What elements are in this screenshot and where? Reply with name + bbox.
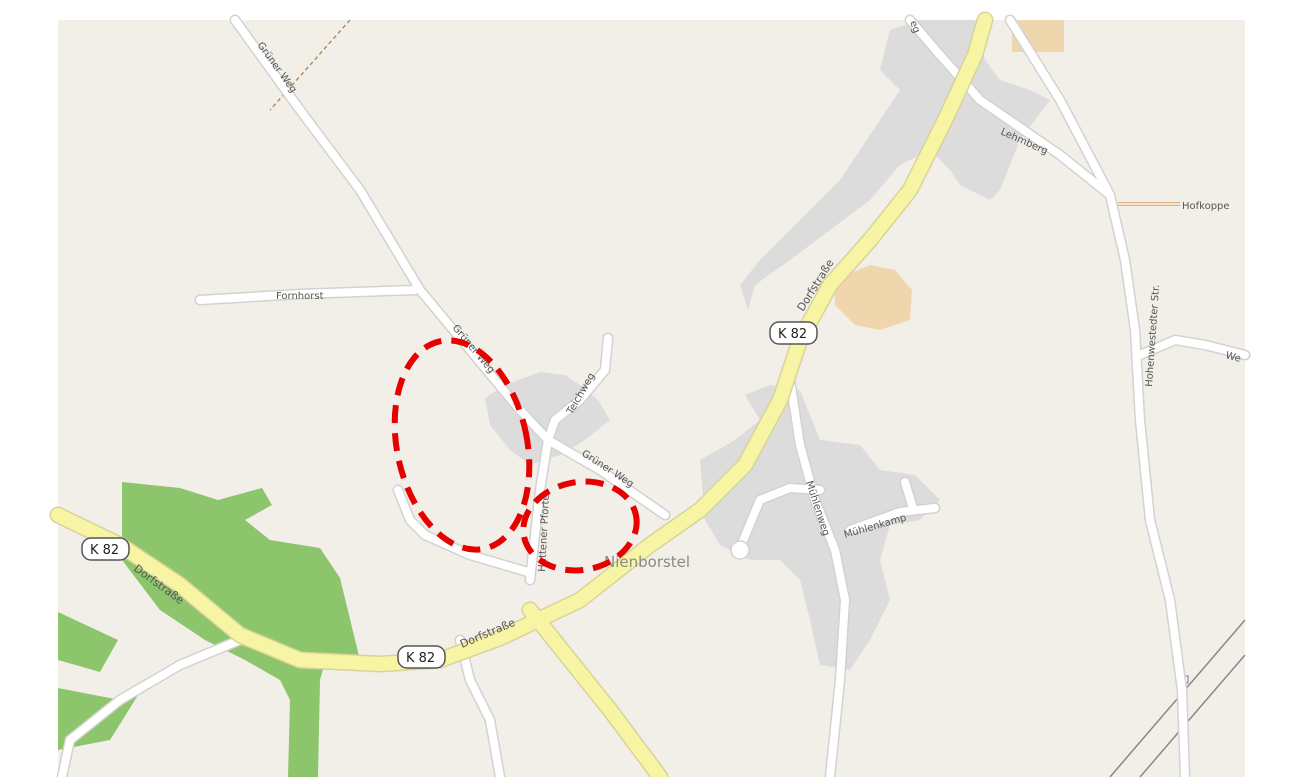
road-lehmberg: [906, 16, 1114, 199]
label-we: We: [1224, 350, 1242, 365]
road-southwest-minor: [58, 636, 244, 777]
road-major-south: [523, 603, 667, 777]
annotation-ellipse-small: [520, 478, 640, 574]
road-gruener-weg: [231, 16, 669, 519]
shield-k82-south-label: K 82: [406, 651, 435, 666]
road-south-minor: [456, 636, 504, 777]
shield-k82-west-label: K 82: [90, 543, 119, 558]
road-teichweg: [544, 334, 612, 444]
shield-k82-north: K 82: [769, 321, 818, 345]
road-muehlenkamp-west: [736, 484, 824, 552]
shield-k82-south: K 82: [397, 645, 446, 669]
shield-k82-north-label: K 82: [778, 327, 807, 342]
road-hohenwestedter-str: [1006, 16, 1189, 777]
label-huttener-pforte: Huttener Pforte: [537, 494, 552, 572]
road-muehlenkamp-spur: [901, 478, 916, 509]
major-roads: [51, 13, 992, 777]
road-muehlenweg: [786, 376, 849, 777]
road-gruener-weg-south: [394, 486, 532, 576]
map-layers: [49, 11, 1251, 777]
road-muehlenkamp: [846, 504, 939, 534]
label-top-partial: eg: [907, 19, 922, 35]
farmyard-area: [835, 265, 912, 330]
place-label: Nienborstel: [604, 553, 690, 571]
road-dorfstrasse: [51, 13, 992, 671]
annotations: [391, 337, 640, 574]
residential-area-east: [700, 385, 940, 670]
annotation-ellipse-large: [391, 337, 533, 553]
turning-circle: [730, 540, 750, 560]
road-we: [1136, 336, 1249, 359]
land-area: [58, 20, 1245, 777]
label-fornhorst: Fornhorst: [276, 291, 324, 302]
road-fornhorst: [196, 286, 419, 304]
label-hofkoppel: Hofkoppe: [1182, 201, 1230, 212]
shield-k82-west: K 82: [81, 537, 130, 561]
railway-line-2: [1139, 654, 1246, 777]
forest-area-southwest: [58, 612, 118, 672]
